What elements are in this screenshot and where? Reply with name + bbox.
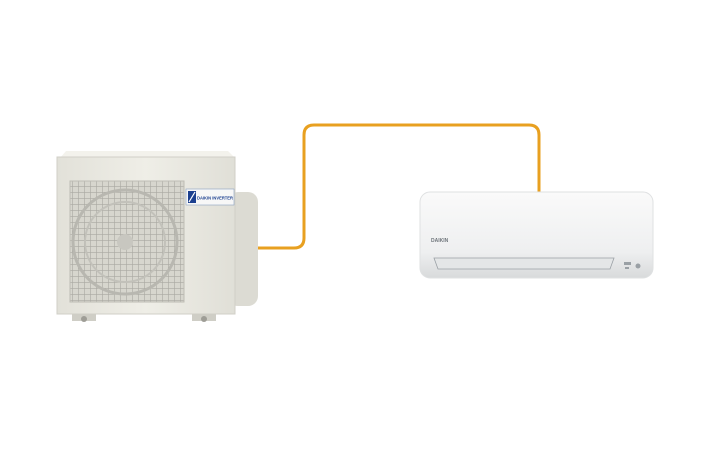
air-louver	[433, 257, 615, 270]
indoor-unit: DAIKIN	[419, 191, 654, 279]
receiver-icon	[635, 263, 641, 269]
outdoor-unit: DAIKIN INVERTER	[56, 151, 258, 322]
refrigerant-pipe	[256, 123, 541, 250]
indoor-logo: DAIKIN	[431, 238, 449, 244]
indicator-lamps	[624, 262, 631, 265]
outdoor-logo-text: DAIKIN INVERTER	[197, 196, 233, 201]
daikin-inverter-badge: DAIKIN INVERTER	[185, 188, 235, 206]
